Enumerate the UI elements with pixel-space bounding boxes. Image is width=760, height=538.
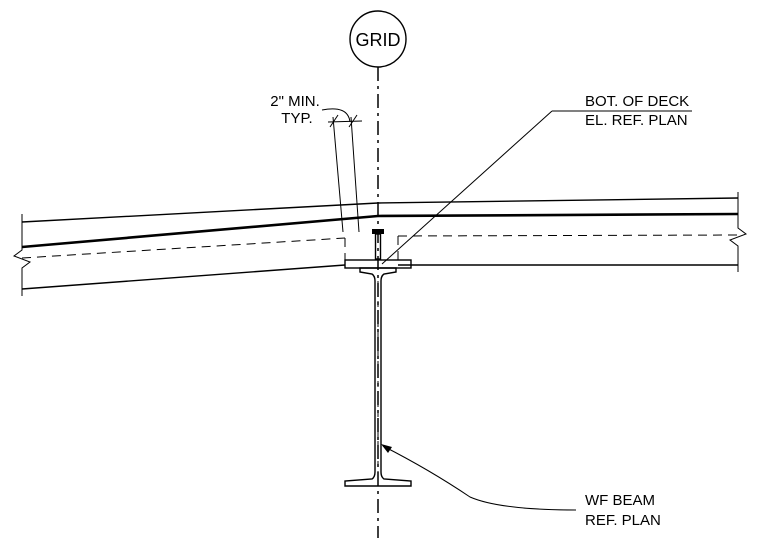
deck-callout: BOT. OF DECK EL. REF. PLAN	[381, 93, 692, 265]
break-line-left	[12, 214, 32, 296]
flat-deck-slab	[377, 192, 748, 272]
dimension-tick-left	[329, 114, 339, 128]
beam-label-line1: WF BEAM	[585, 492, 655, 509]
grid-label: GRID	[356, 30, 401, 50]
slab-bottom-edge-left	[21, 264, 346, 290]
break-line-right	[728, 192, 748, 272]
extension-line-outer	[332, 116, 344, 233]
slab-top-edge-right	[377, 197, 739, 204]
beam-leader-arrow	[381, 444, 392, 453]
sloped-deck-slab	[12, 202, 379, 296]
beam-callout: WF BEAM REF. PLAN	[381, 444, 661, 529]
beam-label-line2: REF. PLAN	[585, 512, 661, 529]
dimension-leader	[321, 108, 351, 123]
deck-leader-line	[381, 110, 553, 265]
stud-head	[372, 229, 384, 234]
slab-deck-line-right	[377, 212, 739, 218]
shear-stud	[372, 229, 384, 260]
wf-beam-outline	[344, 267, 412, 487]
min-dimension: 2" MIN. TYP.	[270, 93, 363, 233]
beam-leader-line	[382, 445, 577, 511]
stud-shank	[374, 233, 382, 260]
grid-bubble: GRID	[349, 10, 407, 68]
slab-hidden-line-left	[21, 237, 346, 259]
min-dim-label-line2: TYP.	[281, 110, 312, 127]
deck-label-line2: EL. REF. PLAN	[585, 112, 688, 129]
min-dim-label-line1: 2" MIN.	[270, 93, 320, 110]
deck-label-line1: BOT. OF DECK	[585, 93, 689, 110]
slab-top-edge-left	[21, 202, 379, 223]
dimension-tick-right	[348, 114, 358, 128]
extension-line-inner	[350, 116, 360, 233]
slab-hidden-line-right	[397, 234, 739, 237]
slab-deck-line-left	[21, 214, 379, 249]
wf-beam-section	[344, 267, 412, 487]
